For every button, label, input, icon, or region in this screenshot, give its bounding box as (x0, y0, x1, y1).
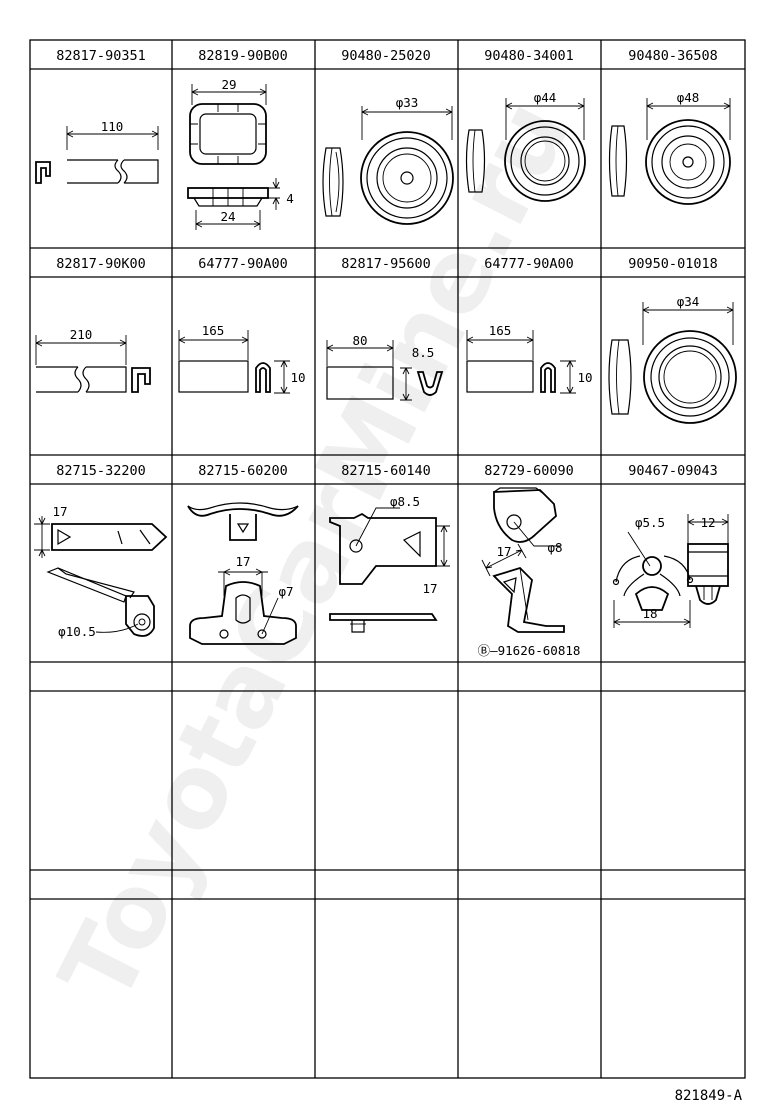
dim-label: 29 (221, 77, 236, 92)
dim-label: 24 (220, 209, 235, 224)
dim-label: 10 (290, 370, 305, 385)
drawing-82715-60140: φ8.5 17 (329, 494, 450, 633)
drawing-82819-90B00: 29 24 4 (187, 77, 294, 230)
drawing-82817-90351: 110 (35, 119, 159, 184)
dim-label: φ5.5 (635, 515, 665, 530)
dim-label: 10 (577, 370, 592, 385)
drawing-64777-90A00-b: 165 10 (466, 323, 593, 394)
drawing-82715-32200: 17 φ10.5 (34, 504, 168, 639)
dim-label: 165 (202, 323, 225, 338)
dim-label: φ44 (534, 90, 557, 105)
dim-label: φ34 (677, 294, 700, 309)
part-number: 90480-34001 (484, 48, 573, 64)
dim-label: 17 (496, 544, 511, 559)
drawing-90480-34001: φ44 (465, 90, 586, 202)
part-number: 82819-90B00 (198, 48, 287, 64)
dim-label: φ33 (396, 95, 419, 110)
part-number: 82817-90K00 (56, 256, 145, 272)
part-number: 64777-90A00 (484, 256, 573, 272)
part-number: 82715-60200 (198, 463, 287, 479)
dim-label: 80 (352, 333, 367, 348)
fastener-note: Ⓑ—91626-60818 (478, 643, 581, 658)
part-number: 82715-32200 (56, 463, 145, 479)
drawing-82729-60090: φ8 17 Ⓑ—91626-60818 (478, 487, 581, 658)
dim-label: 12 (700, 515, 715, 530)
dim-label: 8.5 (412, 345, 435, 360)
drawing-64777-90A00: 165 10 (178, 323, 306, 394)
part-number-labels: 82817-90351 82819-90B00 90480-25020 9048… (56, 48, 717, 479)
drawing-number: 821849-A (675, 1088, 743, 1104)
dim-label: 165 (489, 323, 512, 338)
dim-label: 18 (642, 606, 657, 621)
part-number: 90950-01018 (628, 256, 717, 272)
drawing-90467-09043: φ5.5 18 12 (612, 514, 729, 628)
drawing-90950-01018: φ34 (608, 294, 737, 424)
part-number: 90467-09043 (628, 463, 717, 479)
drawing-90480-36508: φ48 (608, 90, 731, 205)
drawing-90480-25020: φ33 (322, 95, 454, 225)
drawing-82715-60200: 17 φ7 (187, 502, 299, 645)
dim-label: φ48 (677, 90, 700, 105)
part-number: 82817-95600 (341, 256, 430, 272)
part-number: 82715-60140 (341, 463, 430, 479)
drawing-82817-90K00: 210 (35, 327, 151, 393)
dim-label: 17 (52, 504, 67, 519)
dim-label: φ7 (278, 584, 293, 599)
dim-label: φ10.5 (58, 624, 96, 639)
dim-label: φ8.5 (390, 494, 420, 509)
dim-label: 17 (235, 554, 250, 569)
dim-label: φ8 (547, 540, 562, 555)
part-number: 64777-90A00 (198, 256, 287, 272)
drawing-82817-95600: 80 8.5 (326, 333, 444, 401)
dim-label: 210 (70, 327, 93, 342)
part-number: 90480-25020 (341, 48, 430, 64)
dim-label: 110 (101, 119, 124, 134)
table-grid (29, 39, 746, 1079)
part-number: 82817-90351 (56, 48, 145, 64)
part-number: 90480-36508 (628, 48, 717, 64)
part-number: 82729-60090 (484, 463, 573, 479)
dim-label: 4 (286, 191, 294, 206)
dim-label: 17 (422, 581, 437, 596)
